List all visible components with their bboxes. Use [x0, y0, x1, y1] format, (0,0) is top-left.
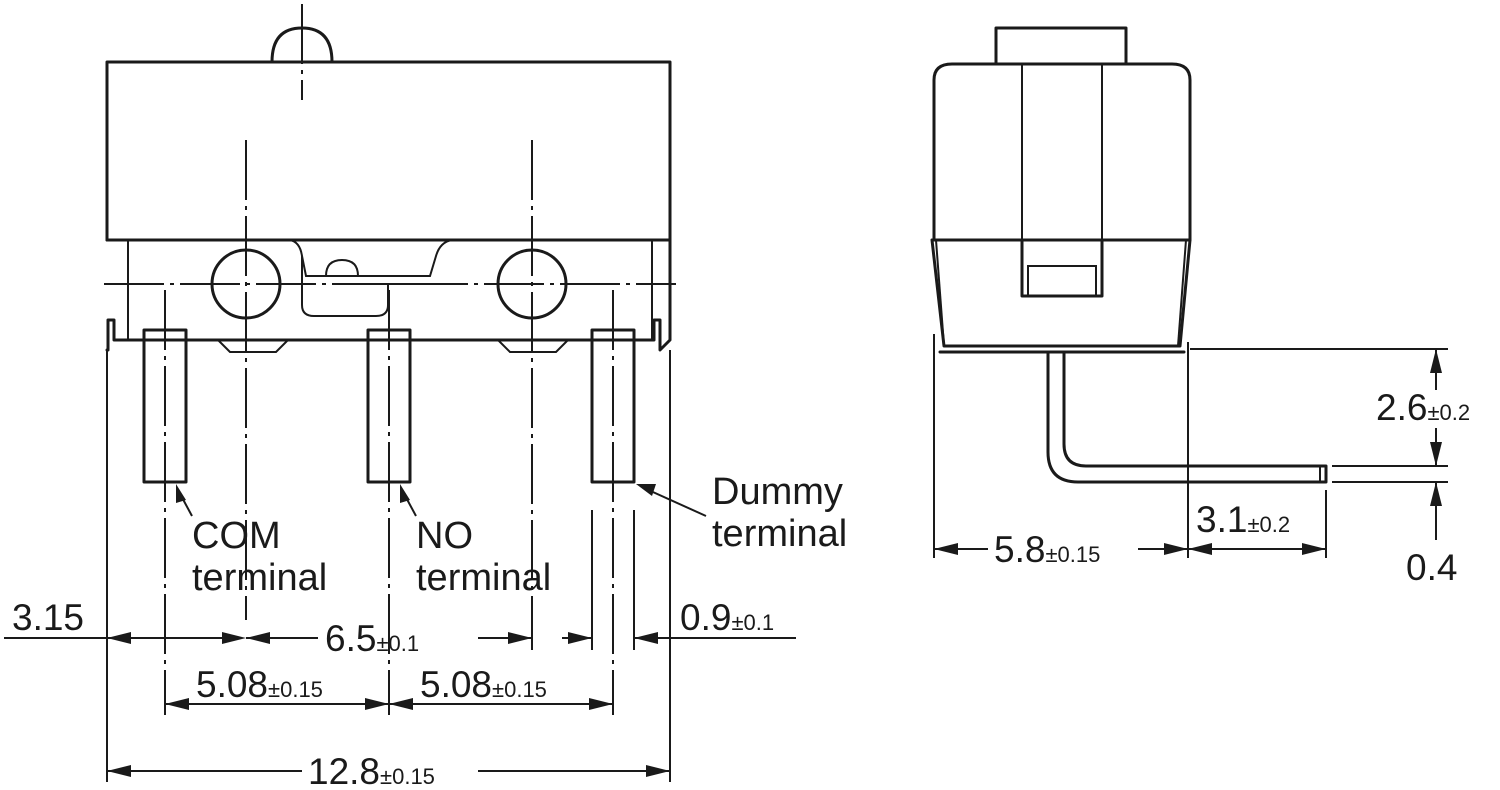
arrowhead — [165, 698, 189, 710]
side-actuator — [994, 26, 1128, 66]
dim-value: 2.6 — [1376, 387, 1427, 428]
side-cover — [932, 62, 1192, 242]
arrowhead — [246, 632, 270, 644]
side-view: 5.8±0.15 3.1±0.2 2.6±0.2 0.4 — [930, 26, 1470, 588]
dim-tolerance: ±0.2 — [1427, 400, 1470, 425]
dim-pitch-com-dummy-label: 6.5±0.1 — [325, 618, 419, 659]
arrowhead — [1164, 543, 1188, 555]
com-label-line2: terminal — [192, 557, 327, 599]
base-outline — [105, 238, 672, 352]
side-base-edge-right — [1177, 239, 1187, 347]
dim-value: 5.08 — [420, 664, 492, 705]
arrowhead — [107, 632, 131, 644]
dim-tolerance: ±0.15 — [268, 677, 323, 702]
cover-body — [105, 60, 672, 242]
com-leader-arrowhead — [176, 484, 186, 503]
dim-lead-height-label: 2.6±0.2 — [1376, 387, 1470, 428]
dim-pitch-com-no-label: 5.08±0.15 — [196, 664, 323, 705]
dim-row-upper: 3.15 6.5±0.1 0.9±0.1 — [4, 597, 796, 659]
dim-value: 3.1 — [1196, 499, 1247, 540]
dim-tolerance: ±0.1 — [731, 610, 774, 635]
arrowhead — [646, 765, 670, 777]
base-top-profile — [128, 239, 652, 277]
arrowhead — [1430, 482, 1442, 506]
arrowhead — [1302, 543, 1326, 555]
dim-value: 6.5 — [325, 618, 376, 659]
arrowhead — [568, 632, 592, 644]
center-recess — [301, 256, 430, 317]
dummy-label-line2: terminal — [712, 513, 847, 555]
dim-lead-thickness-value: 0.4 — [1406, 547, 1457, 588]
dummy-leader — [643, 487, 707, 517]
arrowhead — [1430, 442, 1442, 466]
dim-tolerance: ±0.15 — [380, 764, 435, 789]
arrowhead — [107, 765, 131, 777]
dim-dummy-width-label: 0.9±0.1 — [680, 597, 774, 638]
dummy-leader-arrowhead — [636, 484, 656, 496]
dim-body-depth-label: 5.8±0.15 — [994, 529, 1100, 570]
no-leader-arrowhead — [400, 484, 410, 503]
dim-pitch-no-dummy-label: 5.08±0.15 — [420, 664, 547, 705]
no-label-line2: terminal — [416, 557, 551, 599]
arrowhead — [365, 698, 389, 710]
dim-row-lower: 12.8±0.15 — [107, 751, 670, 790]
side-base-edge-left — [935, 239, 945, 347]
standoff-left — [217, 339, 289, 353]
arrowhead — [1188, 543, 1212, 555]
arrowhead — [934, 543, 958, 555]
dim-value: 5.08 — [196, 664, 268, 705]
dim-tolerance: ±0.15 — [1045, 542, 1100, 567]
arrowhead — [389, 698, 413, 710]
dim-tolerance: ±0.1 — [376, 631, 419, 656]
no-label-line1: NO — [416, 515, 473, 557]
side-base — [930, 238, 1192, 348]
side-latch-outer — [1020, 238, 1104, 298]
side-bent-lead — [1046, 350, 1328, 484]
arrowhead — [508, 632, 532, 644]
arrowhead — [1430, 349, 1442, 373]
dim-value: 12.8 — [308, 751, 380, 790]
com-label-line1: COM — [192, 515, 281, 557]
dummy-label-line1: Dummy — [712, 471, 843, 513]
dim-offset-left-value: 3.15 — [12, 597, 84, 638]
dim-row-middle: 5.08±0.15 5.08±0.15 — [165, 664, 613, 710]
dim-overall-width-label: 12.8±0.15 — [308, 751, 435, 790]
plunger-bump — [325, 258, 359, 277]
dim-lead-extension-label: 3.1±0.2 — [1196, 499, 1290, 540]
arrowhead — [222, 632, 246, 644]
side-latch-inner — [1027, 265, 1097, 297]
standoff-right — [497, 339, 569, 353]
dim-tolerance: ±0.2 — [1247, 512, 1290, 537]
dim-value: 0.9 — [680, 597, 731, 638]
front-view: COM terminal NO terminal Dummy terminal … — [4, 4, 847, 790]
dim-value: 5.8 — [994, 529, 1045, 570]
dim-tolerance: ±0.15 — [492, 677, 547, 702]
arrowhead — [634, 632, 658, 644]
arrowhead — [589, 698, 613, 710]
